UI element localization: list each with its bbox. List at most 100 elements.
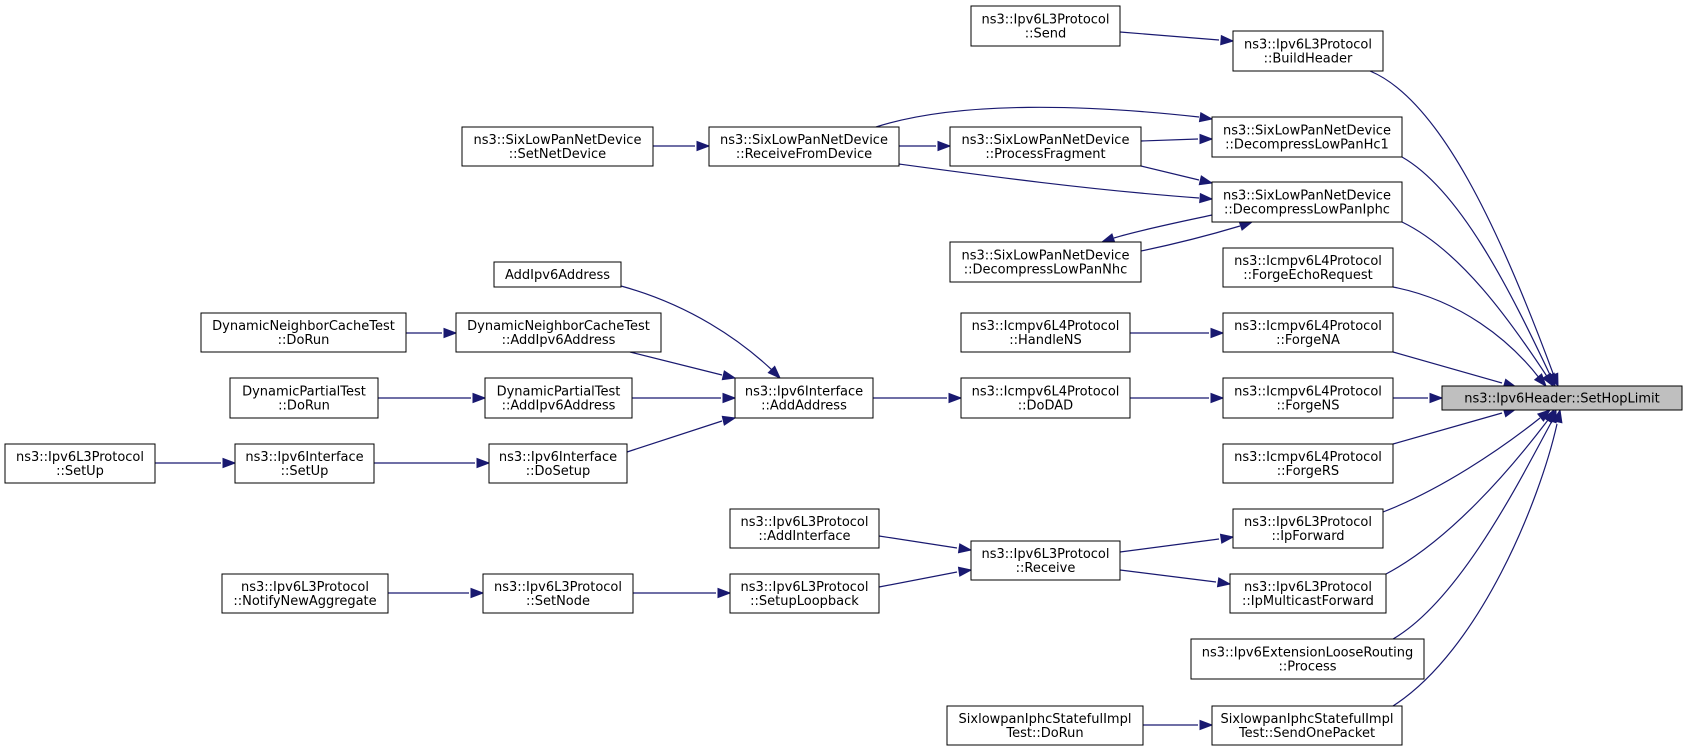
node-handlens[interactable]: ns3::Icmpv6L4Protocol::HandleNS: [960, 312, 1131, 353]
node-label: ns3::Ipv6L3Protocol: [1244, 38, 1372, 53]
edge-ipmcforward-to-root: [1385, 408, 1555, 575]
node-forgers[interactable]: ns3::Icmpv6L4Protocol::ForgeRS: [1222, 443, 1394, 484]
node-label: ns3::Icmpv6L4Protocol: [1234, 319, 1382, 334]
edge-line: [629, 351, 723, 376]
node-decomphc1[interactable]: ns3::SixLowPanNetDevice::DecompressLowPa…: [1211, 116, 1403, 158]
edge-line: [875, 106, 1200, 128]
edge-dptadd-to-addaddress: [632, 392, 737, 404]
arrowhead-icon: [722, 392, 737, 404]
node-label: ::Send: [1025, 27, 1067, 42]
node-send[interactable]: ns3::Ipv6L3Protocol::Send: [970, 5, 1121, 47]
node-dptdorun[interactable]: DynamicPartialTest::DoRun: [229, 377, 379, 419]
edge-forgena-to-root: [1392, 351, 1518, 389]
edge-line: [1401, 156, 1552, 378]
edge-line: [1119, 31, 1220, 41]
arrowhead-icon: [957, 543, 973, 554]
edge-receivefromdevice-to-processfragment: [899, 140, 952, 152]
node-addipv6addr[interactable]: AddIpv6Address: [493, 261, 622, 288]
node-label: DynamicNeighborCacheTest: [212, 319, 395, 334]
edge-ifsetup-to-dosetup: [374, 457, 491, 469]
node-looserouting[interactable]: ns3::Ipv6ExtensionLooseRouting::Process: [1190, 638, 1425, 680]
edge-line: [1119, 569, 1217, 583]
node-dptadd[interactable]: DynamicPartialTest::AddIpv6Address: [484, 377, 633, 419]
edge-handlens-to-forgena: [1130, 327, 1225, 339]
edge-line: [1401, 221, 1549, 379]
node-label: ns3::Ipv6ExtensionLooseRouting: [1202, 646, 1413, 661]
edge-decompiphc-to-root: [1401, 221, 1554, 388]
node-buildheader[interactable]: ns3::Ipv6L3Protocol::BuildHeader: [1232, 30, 1384, 72]
edge-dodad-to-forgens: [1130, 392, 1225, 404]
node-decompnhc[interactable]: ns3::SixLowPanNetDevice::DecompressLowPa…: [949, 241, 1142, 283]
node-label: ::Receive: [1016, 561, 1076, 576]
node-box: [200, 312, 407, 353]
node-label: ns3::Icmpv6L4Protocol: [1234, 254, 1382, 269]
edge-line: [1392, 286, 1541, 380]
node-label: ns3::Ipv6Interface: [499, 450, 617, 465]
node-label: ::IpForward: [1271, 529, 1344, 544]
edge-addinterface-to-receive: [878, 535, 973, 554]
node-label: ns3::Icmpv6L4Protocol: [1234, 385, 1382, 400]
node-ipmcforward[interactable]: ns3::Ipv6L3Protocol::IpMulticastForward: [1229, 573, 1387, 614]
edge-line: [1140, 225, 1241, 252]
node-box: [1211, 705, 1403, 746]
edge-setuploopback-to-receive: [878, 566, 973, 588]
edge-processfragment-to-decompiphc: [1140, 165, 1214, 186]
node-setnetdevice[interactable]: ns3::SixLowPanNetDevice::SetNetDevice: [461, 126, 654, 167]
arrowhead-icon: [1198, 111, 1214, 123]
node-box: [493, 261, 622, 288]
node-processfragment[interactable]: ns3::SixLowPanNetDevice::ProcessFragment: [949, 126, 1142, 167]
nodes-layer: ns3::Ipv6Header::SetHopLimitns3::Ipv6L3P…: [4, 5, 1683, 746]
arrowhead-icon: [1216, 577, 1232, 588]
edge-line: [1392, 412, 1503, 445]
edge-decompiphc-to-decompnhc: [1100, 214, 1213, 244]
node-dosetup[interactable]: ns3::Ipv6Interface::DoSetup: [488, 443, 628, 484]
node-ifsetup[interactable]: ns3::Ipv6Interface::SetUp: [234, 443, 375, 484]
node-sixsend[interactable]: SixlowpanIphcStatefulImplTest::SendOnePa…: [1211, 705, 1403, 746]
node-box: [1229, 573, 1387, 614]
node-label: ::AddIpv6Address: [502, 399, 616, 414]
node-dnctdorun[interactable]: DynamicNeighborCacheTest::DoRun: [200, 312, 407, 353]
edge-line: [1382, 417, 1541, 513]
node-label: ::ForgeNA: [1276, 333, 1340, 348]
node-label: ::ProcessFragment: [985, 147, 1105, 162]
node-label: ::AddInterface: [758, 529, 850, 544]
arrowhead-icon: [717, 587, 732, 599]
node-label: DynamicNeighborCacheTest: [467, 319, 650, 334]
node-label: ::AddIpv6Address: [502, 333, 616, 348]
edge-sixsend-to-root: [1392, 408, 1563, 707]
node-label: ::SetupLoopback: [750, 594, 859, 609]
edge-addipv6addr-to-addaddress: [620, 285, 782, 380]
node-root: ns3::Ipv6Header::SetHopLimit: [1441, 385, 1683, 411]
node-addaddress[interactable]: ns3::Ipv6Interface::AddAddress: [734, 377, 874, 419]
edge-forgers-to-root: [1392, 407, 1518, 445]
arrowhead-icon: [1199, 192, 1214, 204]
node-label: ::BuildHeader: [1264, 52, 1353, 67]
node-dnctadd[interactable]: DynamicNeighborCacheTest::AddIpv6Address: [455, 312, 662, 353]
node-dodad[interactable]: ns3::Icmpv6L4Protocol::DoDAD: [960, 377, 1131, 419]
node-box: [484, 377, 633, 419]
node-ipforward[interactable]: ns3::Ipv6L3Protocol::IpForward: [1232, 508, 1384, 549]
node-setuploopback[interactable]: ns3::Ipv6L3Protocol::SetupLoopback: [729, 573, 880, 614]
node-label: ns3::SixLowPanNetDevice: [962, 249, 1130, 264]
edge-notifynewagg-to-setnode: [388, 587, 485, 599]
node-label: ::AddAddress: [761, 399, 847, 414]
node-setnode[interactable]: ns3::Ipv6L3Protocol::SetNode: [482, 573, 634, 614]
node-forgena[interactable]: ns3::Icmpv6L4Protocol::ForgeNA: [1222, 312, 1394, 353]
node-box: [461, 126, 654, 167]
node-l3setup[interactable]: ns3::Ipv6L3Protocol::SetUp: [4, 443, 156, 484]
node-decompiphc[interactable]: ns3::SixLowPanNetDevice::DecompressLowPa…: [1211, 181, 1403, 223]
arrowhead-icon: [1552, 408, 1563, 424]
arrowhead-icon: [1199, 133, 1214, 145]
node-forgens[interactable]: ns3::Icmpv6L4Protocol::ForgeNS: [1222, 377, 1394, 419]
node-label: ns3::Ipv6L3Protocol: [1244, 580, 1372, 595]
node-notifynewagg[interactable]: ns3::Ipv6L3Protocol::NotifyNewAggregate: [221, 573, 389, 614]
node-forgeecho[interactable]: ns3::Icmpv6L4Protocol::ForgeEchoRequest: [1222, 247, 1394, 288]
node-addinterface[interactable]: ns3::Ipv6L3Protocol::AddInterface: [729, 508, 880, 549]
arrowhead-icon: [1238, 220, 1254, 231]
node-receive[interactable]: ns3::Ipv6L3Protocol::Receive: [970, 540, 1121, 581]
node-receivefromdevice[interactable]: ns3::SixLowPanNetDevice::ReceiveFromDevi…: [708, 126, 900, 167]
edge-line: [878, 571, 958, 588]
node-label: Test::DoRun: [1005, 726, 1083, 741]
